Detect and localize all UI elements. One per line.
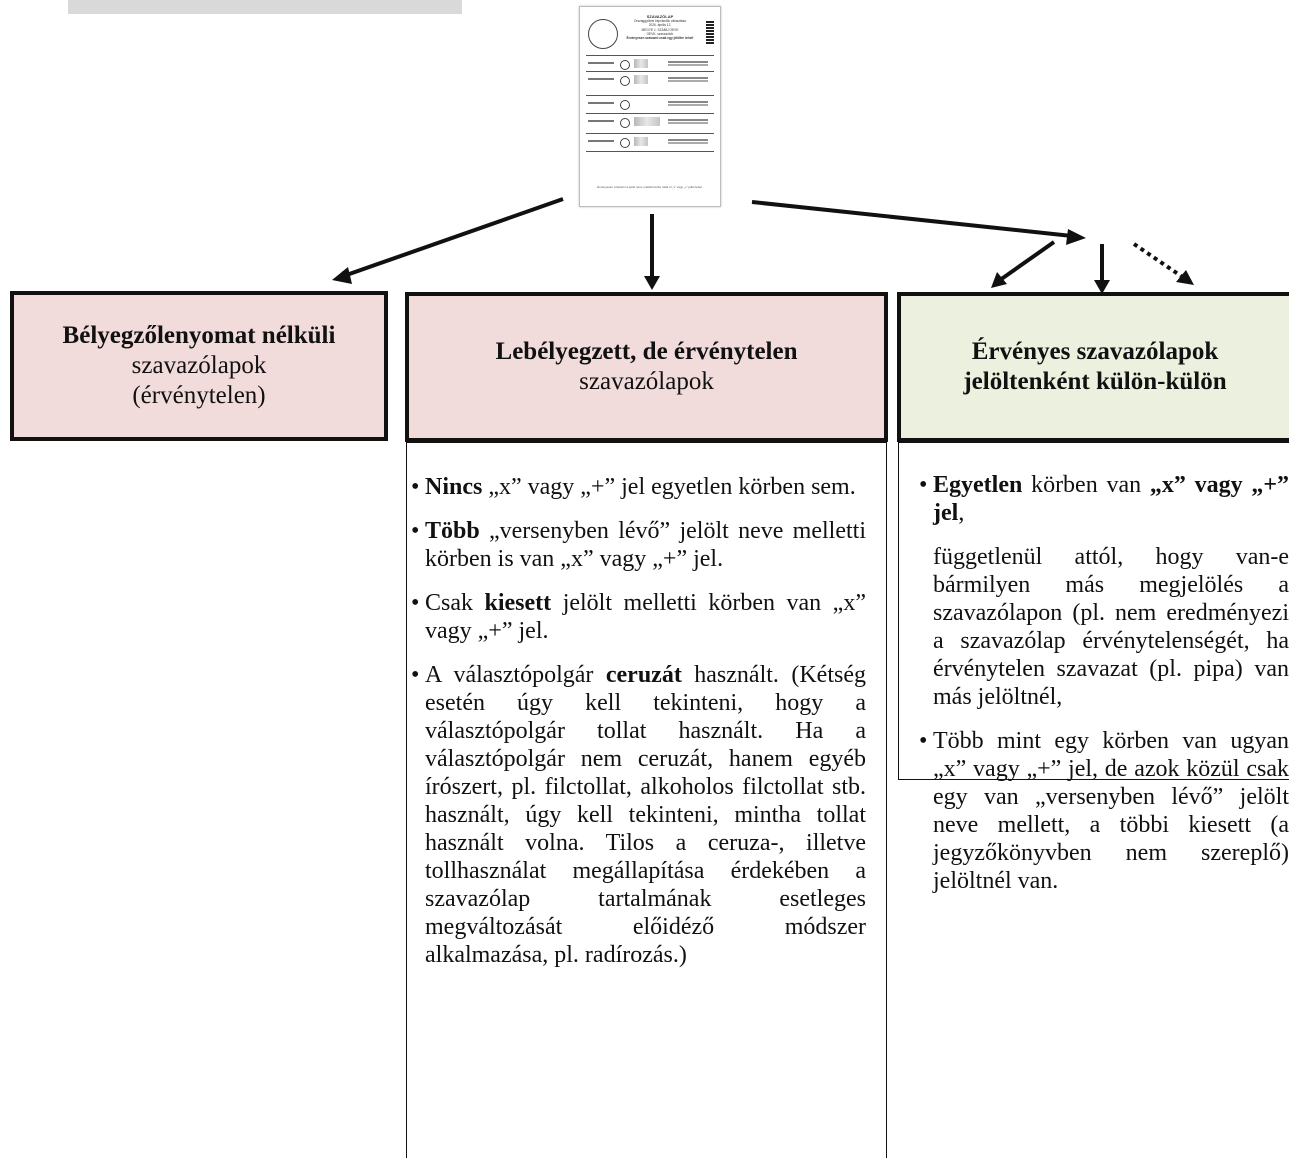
item-bold: kiesett	[484, 590, 552, 616]
ballot-header: SZAVAZÓLAP Országgyűlési képviselők vála…	[620, 14, 700, 41]
item-text: jelölt melletti körben van „x” vagy „+” …	[425, 590, 866, 644]
item-text: „x” vagy „+” jel egyetlen körben sem.	[482, 474, 856, 500]
stamped-invalid-line: szavazólapok	[579, 368, 714, 395]
arrowhead	[1176, 270, 1194, 285]
item-bold: Egyetlen	[933, 472, 1023, 498]
bullet: •	[411, 590, 420, 616]
arrowhead	[1094, 280, 1110, 294]
item-text: körben van	[1022, 472, 1150, 498]
barcode	[706, 21, 714, 45]
vote-circle	[620, 76, 630, 86]
no-stamp-line: szavazólapok	[131, 352, 267, 379]
item-text: A választópolgár	[425, 662, 606, 688]
valid-title: Érvényes szavazólapok	[971, 338, 1219, 365]
arrowhead	[1066, 229, 1086, 245]
stamped-invalid-title: Lebélyegzett, de érvénytelen	[495, 338, 798, 365]
arrowhead	[332, 267, 352, 284]
item-bold: ceruzát	[605, 662, 682, 688]
list-item: •Több mint egy körben van ugyan „x” vagy…	[919, 727, 1289, 895]
ballot-row	[586, 71, 714, 94]
vote-circle	[620, 100, 630, 110]
bullet: •	[411, 518, 420, 544]
arrowhead	[991, 272, 1007, 288]
bullet: •	[919, 472, 928, 498]
list-item: •Nincs „x” vagy „+” jel egyetlen körben …	[411, 473, 866, 501]
list-item: •Csak kiesett jelölt melletti körben van…	[411, 589, 866, 645]
vote-circle	[620, 118, 630, 128]
arrow-valid-left	[998, 240, 1056, 282]
ballot-footer: Érvényesen szavazni a jelölt neve mellet…	[597, 185, 703, 189]
arrowhead	[644, 276, 660, 290]
ballot-row	[586, 113, 714, 132]
invalid-criteria-list: •Nincs „x” vagy „+” jel egyetlen körben …	[406, 442, 887, 1158]
ballot-header-line: OEVK, szavazókör	[646, 31, 674, 36]
item-bold: Nincs	[425, 474, 483, 500]
item-text: használt. (Kétség esetén úgy kell tekint…	[425, 662, 866, 968]
top-gray-bar	[68, 0, 462, 14]
ballot-image: SZAVAZÓLAP Országgyűlési képviselők vála…	[579, 6, 721, 207]
vote-circle	[620, 60, 630, 70]
ballot-row	[586, 55, 714, 70]
item-bold: „x” vagy „+” jel	[933, 472, 1289, 526]
item-text: ,	[958, 500, 965, 526]
ballot-header-line: Érvényesen szavazni csak egy jelöltre le…	[626, 36, 694, 41]
valid-title: jelöltenként külön-külön	[963, 368, 1227, 395]
list-item: •Egyetlen körben van „x” vagy „+” jel,	[919, 471, 1289, 527]
valid-box: Érvényes szavazólapok jelöltenként külön…	[897, 292, 1289, 442]
no-stamp-line: (érvénytelen)	[132, 382, 266, 409]
no-stamp-title: Bélyegzőlenyomat nélküli	[62, 322, 336, 349]
arrow-to-no-stamp	[335, 197, 564, 281]
ballot-header-line: Országgyűlési képviselők választása	[634, 19, 686, 24]
ballot-row	[586, 95, 714, 110]
item-text: Több mint egy körben van ugyan „x” vagy …	[933, 728, 1289, 894]
item-text: Csak	[425, 590, 485, 616]
stamp-circle	[588, 19, 618, 49]
bullet: •	[919, 728, 928, 754]
ballot-row	[586, 133, 714, 148]
bullet: •	[411, 662, 420, 688]
bullet: •	[411, 474, 420, 500]
list-item: •Több „versenyben lévő” jelölt neve mell…	[411, 517, 866, 573]
arrows-layer	[332, 197, 1194, 294]
list-item: •A választópolgár ceruzát használt. (Két…	[411, 661, 866, 969]
vote-circle	[620, 138, 630, 148]
no-stamp-box: Bélyegzőlenyomat nélküli szavazólapok (é…	[10, 291, 388, 441]
item-bold: Több	[425, 518, 480, 544]
ballot-header-line: MEGYE 1. SZÁMÚ OEVK	[641, 27, 679, 32]
stamped-invalid-box: Lebélyegzett, de érvénytelen szavazólapo…	[405, 292, 888, 442]
arrow-valid-dotted	[1132, 242, 1186, 280]
ballot-title: SZAVAZÓLAP	[646, 14, 674, 19]
ballot-row	[586, 151, 714, 153]
valid-criteria-list: •Egyetlen körben van „x” vagy „+” jel, f…	[898, 442, 1289, 894]
arrow-to-valid	[751, 200, 1073, 238]
ballot-header-line: 2026. április 12.	[648, 23, 672, 28]
item-paragraph: függetlenül attól, hogy van-e bármilyen …	[933, 544, 1289, 710]
item-text: „versenyben lévő” jelölt neve melletti k…	[425, 518, 866, 572]
